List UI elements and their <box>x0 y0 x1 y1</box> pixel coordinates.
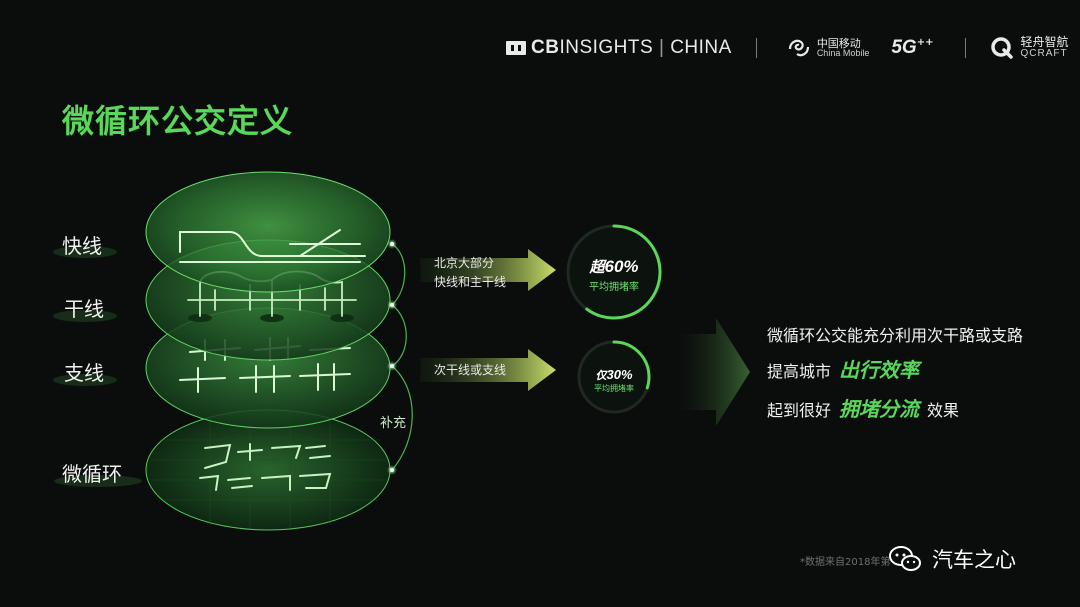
brand-divider-2 <box>965 38 967 58</box>
cbinsights-region: CHINA <box>670 37 732 58</box>
flow-1-line-2: 快线和主干线 <box>434 275 507 289</box>
qcraft-en: QCRAFT <box>1020 48 1068 60</box>
ring-2-progress <box>577 340 651 414</box>
china-mobile-en: China Mobile <box>816 48 870 59</box>
flow-2-line-1: 次干线或支线 <box>434 363 507 377</box>
cbinsights-icon <box>506 41 526 55</box>
big-arrow <box>678 318 750 426</box>
ring-2-content: 仅30% 平均拥堵率 <box>579 364 649 394</box>
flow-1-line-1: 北京大部分 <box>434 256 495 270</box>
qcraft-logo: 轻舟智航 QCRAFT <box>990 36 1068 60</box>
flow-arrow-2 <box>420 349 556 391</box>
cbinsights-sep: | <box>658 37 665 58</box>
ring-1-content: 超60% 平均拥堵率 <box>568 256 660 293</box>
flow-2-label: 次干线或支线 <box>434 361 506 380</box>
brand-divider <box>755 38 757 58</box>
ring-2-value: 30% <box>606 367 633 382</box>
page-title: 微循环公交定义 <box>62 102 294 140</box>
conclusion-line-2: 提高城市 出行效率 <box>767 354 919 383</box>
conclusion-line-3-post: 效果 <box>927 401 960 420</box>
cbinsights-logo: CBINSIGHTS | CHINA <box>506 37 732 59</box>
conclusion-line-3-pre: 起到很好 <box>767 401 832 420</box>
conclusion-line-1: 微循环公交能充分利用次干路或支路 <box>767 326 1024 345</box>
ring-1-progress <box>566 224 662 320</box>
layer-label-express: 快线 <box>62 234 102 258</box>
conclusion-line-3-highlight: 拥堵分流 <box>839 397 920 421</box>
layer-label-branch: 支线 <box>64 361 104 385</box>
layer-label-micro: 微循环 <box>62 462 122 486</box>
china-mobile-logo: 中国移动 China Mobile <box>787 36 870 59</box>
watermark-text: 汽车之心 <box>932 548 1016 572</box>
brand-bar: CBINSIGHTS | CHINA 中国移动 China Mobile 5G+… <box>506 34 1068 62</box>
china-mobile-icon <box>788 39 809 57</box>
wechat-icon <box>889 546 921 571</box>
layer-label-trunk: 干线 <box>64 297 104 321</box>
watermark: 汽车之心 <box>888 544 1016 574</box>
cbinsights-rest: INSIGHTS <box>559 37 654 58</box>
flow-arrow-1 <box>420 249 556 291</box>
supplement-label: 补充 <box>380 416 407 431</box>
fiveg-text: 5G <box>891 37 917 58</box>
fiveg-plus: ++ <box>916 37 934 48</box>
flow-1-label: 北京大部分 快线和主干线 <box>434 254 506 292</box>
conclusion-line-3: 起到很好 拥堵分流 效果 <box>767 393 959 422</box>
ring-1-sub: 平均拥堵率 <box>589 282 639 293</box>
ring-1-value: 60% <box>604 257 639 276</box>
qcraft-cn: 轻舟智航 <box>1020 35 1069 50</box>
ring-2-prefix: 仅 <box>595 370 607 382</box>
footnote: *数据来自2018年第 <box>800 557 891 568</box>
china-mobile-cn: 中国移动 <box>816 36 861 50</box>
fiveg-logo: 5G++ <box>891 37 933 59</box>
cbinsights-bold: CB <box>531 37 560 58</box>
ring-1-prefix: 超 <box>589 259 605 276</box>
conclusion-line-2-pre: 提高城市 <box>767 362 832 381</box>
conclusion-line-2-highlight: 出行效率 <box>839 358 920 382</box>
ring-2-sub: 平均拥堵率 <box>594 384 634 393</box>
qcraft-icon <box>991 37 1014 59</box>
